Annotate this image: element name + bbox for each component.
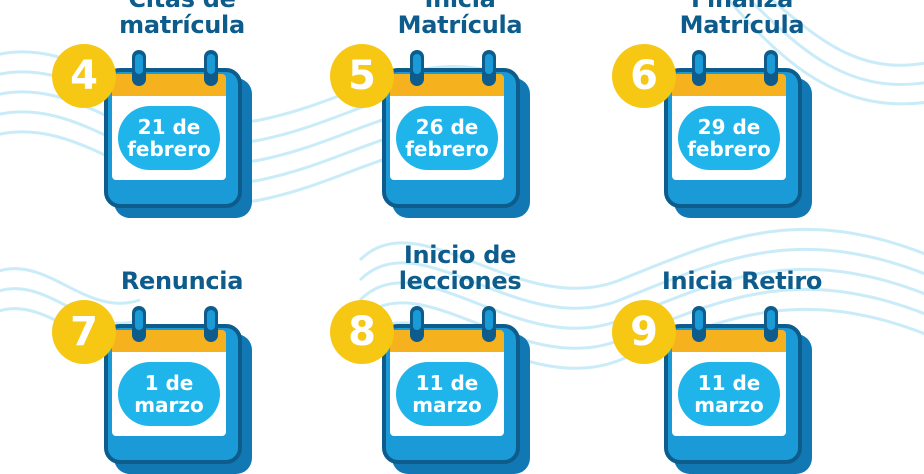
item-title: IniciaMatrícula <box>397 0 523 39</box>
step-number-badge: 8 <box>330 300 394 364</box>
item-title: Citas dematrícula <box>119 0 245 39</box>
item-title: Renuncia <box>120 267 244 295</box>
item-title: Inicia Retiro <box>661 267 823 295</box>
item-title: FinalizaMatrícula <box>679 0 805 39</box>
step-number-badge: 9 <box>612 300 676 364</box>
step-number-badge: 7 <box>52 300 116 364</box>
step-number-badge: 4 <box>52 44 116 108</box>
step-number-badge: 5 <box>330 44 394 108</box>
step-number-badge: 6 <box>612 44 676 108</box>
